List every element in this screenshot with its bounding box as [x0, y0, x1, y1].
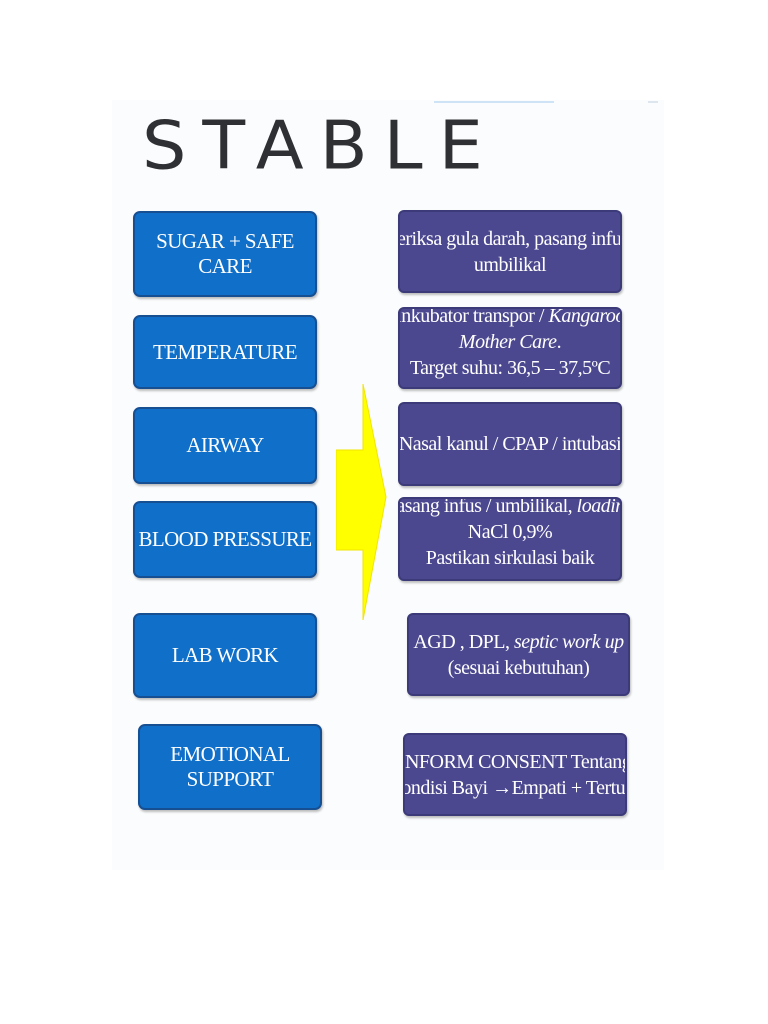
detail-lab-work-box: AGD , DPL, septic work up (sesuai kebutu…	[407, 613, 630, 696]
detail-emotional-text: Kondisi Bayi	[403, 776, 488, 799]
detail-temperature-line-2: Mother Care.	[458, 329, 562, 355]
detail-blood-pressure-line-1: Pasang infus / umbilikal, loading	[398, 497, 620, 519]
detail-lab-work-text: AGD , DPL,	[413, 630, 514, 653]
step-airway-box: AIRWAY	[133, 407, 317, 484]
detail-sugar-box: Periksa gula darah, pasang infus/ umbili…	[398, 210, 622, 293]
page-title: STABLE	[142, 106, 499, 185]
detail-sugar-line-1: Periksa gula darah, pasang infus/	[398, 227, 622, 250]
detail-lab-work-line-2: (sesuai kebutuhan)	[447, 656, 590, 679]
step-sugar-box: SUGAR + SAFE CARE	[133, 211, 317, 297]
step-temperature-label: TEMPERATURE	[153, 339, 298, 364]
right-arrow-icon: →	[492, 776, 512, 799]
detail-emotional-text-2: Empati + Tertulis	[511, 776, 626, 799]
detail-temperature-italic-2: Mother Care	[458, 331, 557, 353]
detail-temperature-line-1: Inkubator transpor / Kangaroo	[398, 307, 622, 329]
slide-top-mark	[648, 101, 658, 103]
step-temperature-box: TEMPERATURE	[133, 315, 317, 389]
detail-blood-pressure-italic: loading	[576, 497, 620, 517]
step-lab-work-box: LAB WORK	[133, 613, 317, 698]
detail-blood-pressure-line-3: Pastikan sirkulasi baik	[425, 547, 595, 569]
step-emotional-support-label: EMOTIONAL SUPPORT	[170, 742, 290, 791]
detail-blood-pressure-line-2: NaCl 0,9%	[467, 521, 553, 543]
step-blood-pressure-box: BLOOD PRESSURE	[133, 501, 317, 578]
detail-temperature-box: Inkubator transpor / Kangaroo Mother Car…	[398, 307, 622, 389]
detail-lab-work-italic: septic work up	[513, 630, 624, 653]
detail-lab-work-line-1: AGD , DPL, septic work up	[413, 629, 624, 655]
step-sugar-label: SUGAR + SAFE CARE	[156, 229, 294, 278]
detail-emotional-line-1: INFORM CONSENT Tentang	[403, 750, 627, 773]
detail-emotional-line-2: Kondisi Bayi →Empati + Tertulis	[403, 775, 626, 801]
detail-sugar-line-2: umbilikal	[473, 253, 547, 276]
detail-airway-box: Nasal kanul / CPAP / intubasi	[398, 402, 622, 486]
detail-temperature-line-3: Target suhu: 36,5 – 37,5ºC	[409, 357, 611, 379]
step-emotional-support-box: EMOTIONAL SUPPORT	[138, 724, 322, 810]
step-airway-label: AIRWAY	[186, 433, 264, 457]
slide-top-line	[434, 101, 554, 103]
detail-emotional-support-box: INFORM CONSENT Tentang Kondisi Bayi →Emp…	[403, 733, 627, 816]
yellow-arrow-shape	[336, 384, 387, 620]
detail-blood-pressure-text: Pasang infus / umbilikal,	[398, 497, 577, 517]
detail-blood-pressure-box: Pasang infus / umbilikal, loading NaCl 0…	[398, 497, 622, 581]
detail-temperature-italic: Kangaroo	[548, 307, 622, 327]
detail-airway-line-1: Nasal kanul / CPAP / intubasi	[398, 433, 622, 455]
detail-temperature-period: .	[556, 331, 562, 353]
step-blood-pressure-label: BLOOD PRESSURE	[138, 527, 312, 551]
step-lab-work-label: LAB WORK	[171, 643, 279, 667]
detail-temperature-text: Inkubator transpor /	[398, 307, 549, 327]
